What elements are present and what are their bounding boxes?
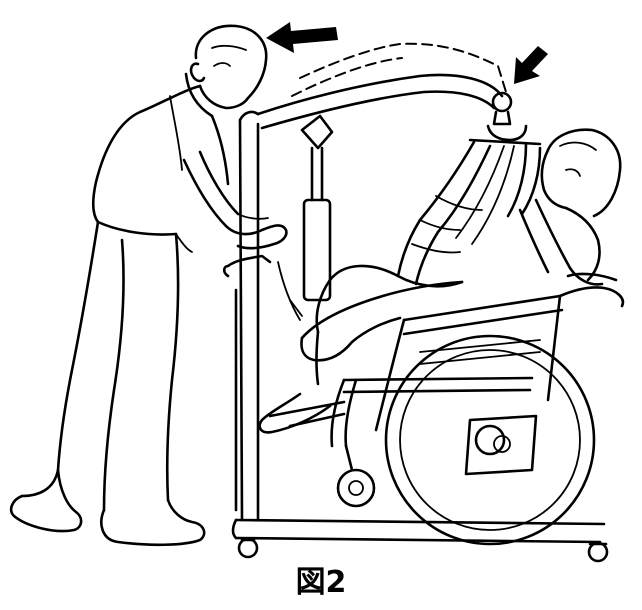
push-direction-arrow-icon [266, 22, 338, 53]
wheelchair [268, 272, 625, 546]
caregiver-figure [9, 24, 288, 547]
sling [396, 140, 542, 288]
figure-caption: 図2 [295, 565, 347, 600]
patient-figure [258, 128, 622, 434]
patient-lift [222, 42, 609, 563]
lower-direction-arrow-icon [514, 46, 548, 84]
